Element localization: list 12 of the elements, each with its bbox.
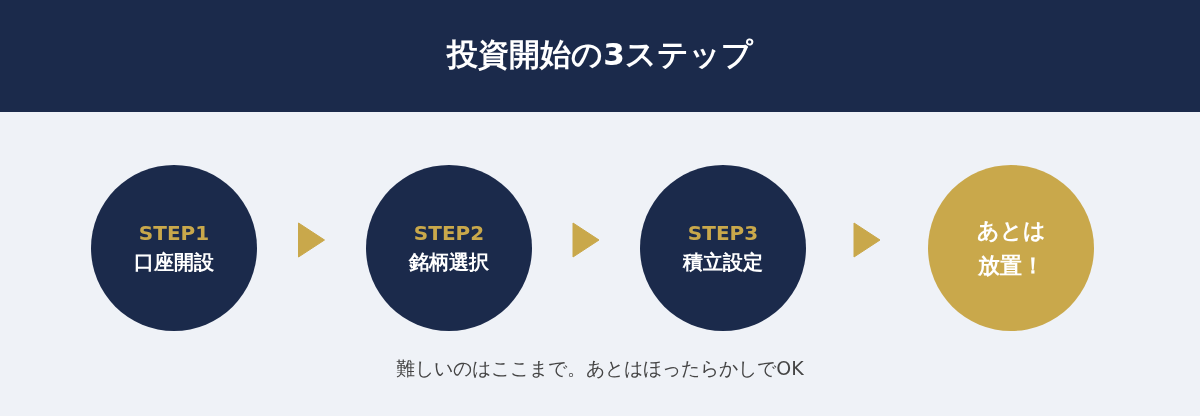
step-number: STEP1 (138, 220, 210, 245)
step-number: STEP2 (413, 220, 485, 245)
step-label: 積立設定 (683, 248, 763, 276)
arrow (853, 222, 881, 258)
step-number: STEP3 (687, 220, 759, 245)
title: 投資開始の3ステップ (445, 35, 755, 74)
arrow (298, 222, 325, 258)
step-label: 口座開設 (134, 248, 214, 276)
arrow (572, 222, 600, 258)
step-text: あとは放置！ (975, 216, 1047, 280)
step-label: 銘柄選択 (409, 248, 489, 276)
caption: 難しいのはここまで。あとはほったらかしでOK (395, 356, 805, 381)
